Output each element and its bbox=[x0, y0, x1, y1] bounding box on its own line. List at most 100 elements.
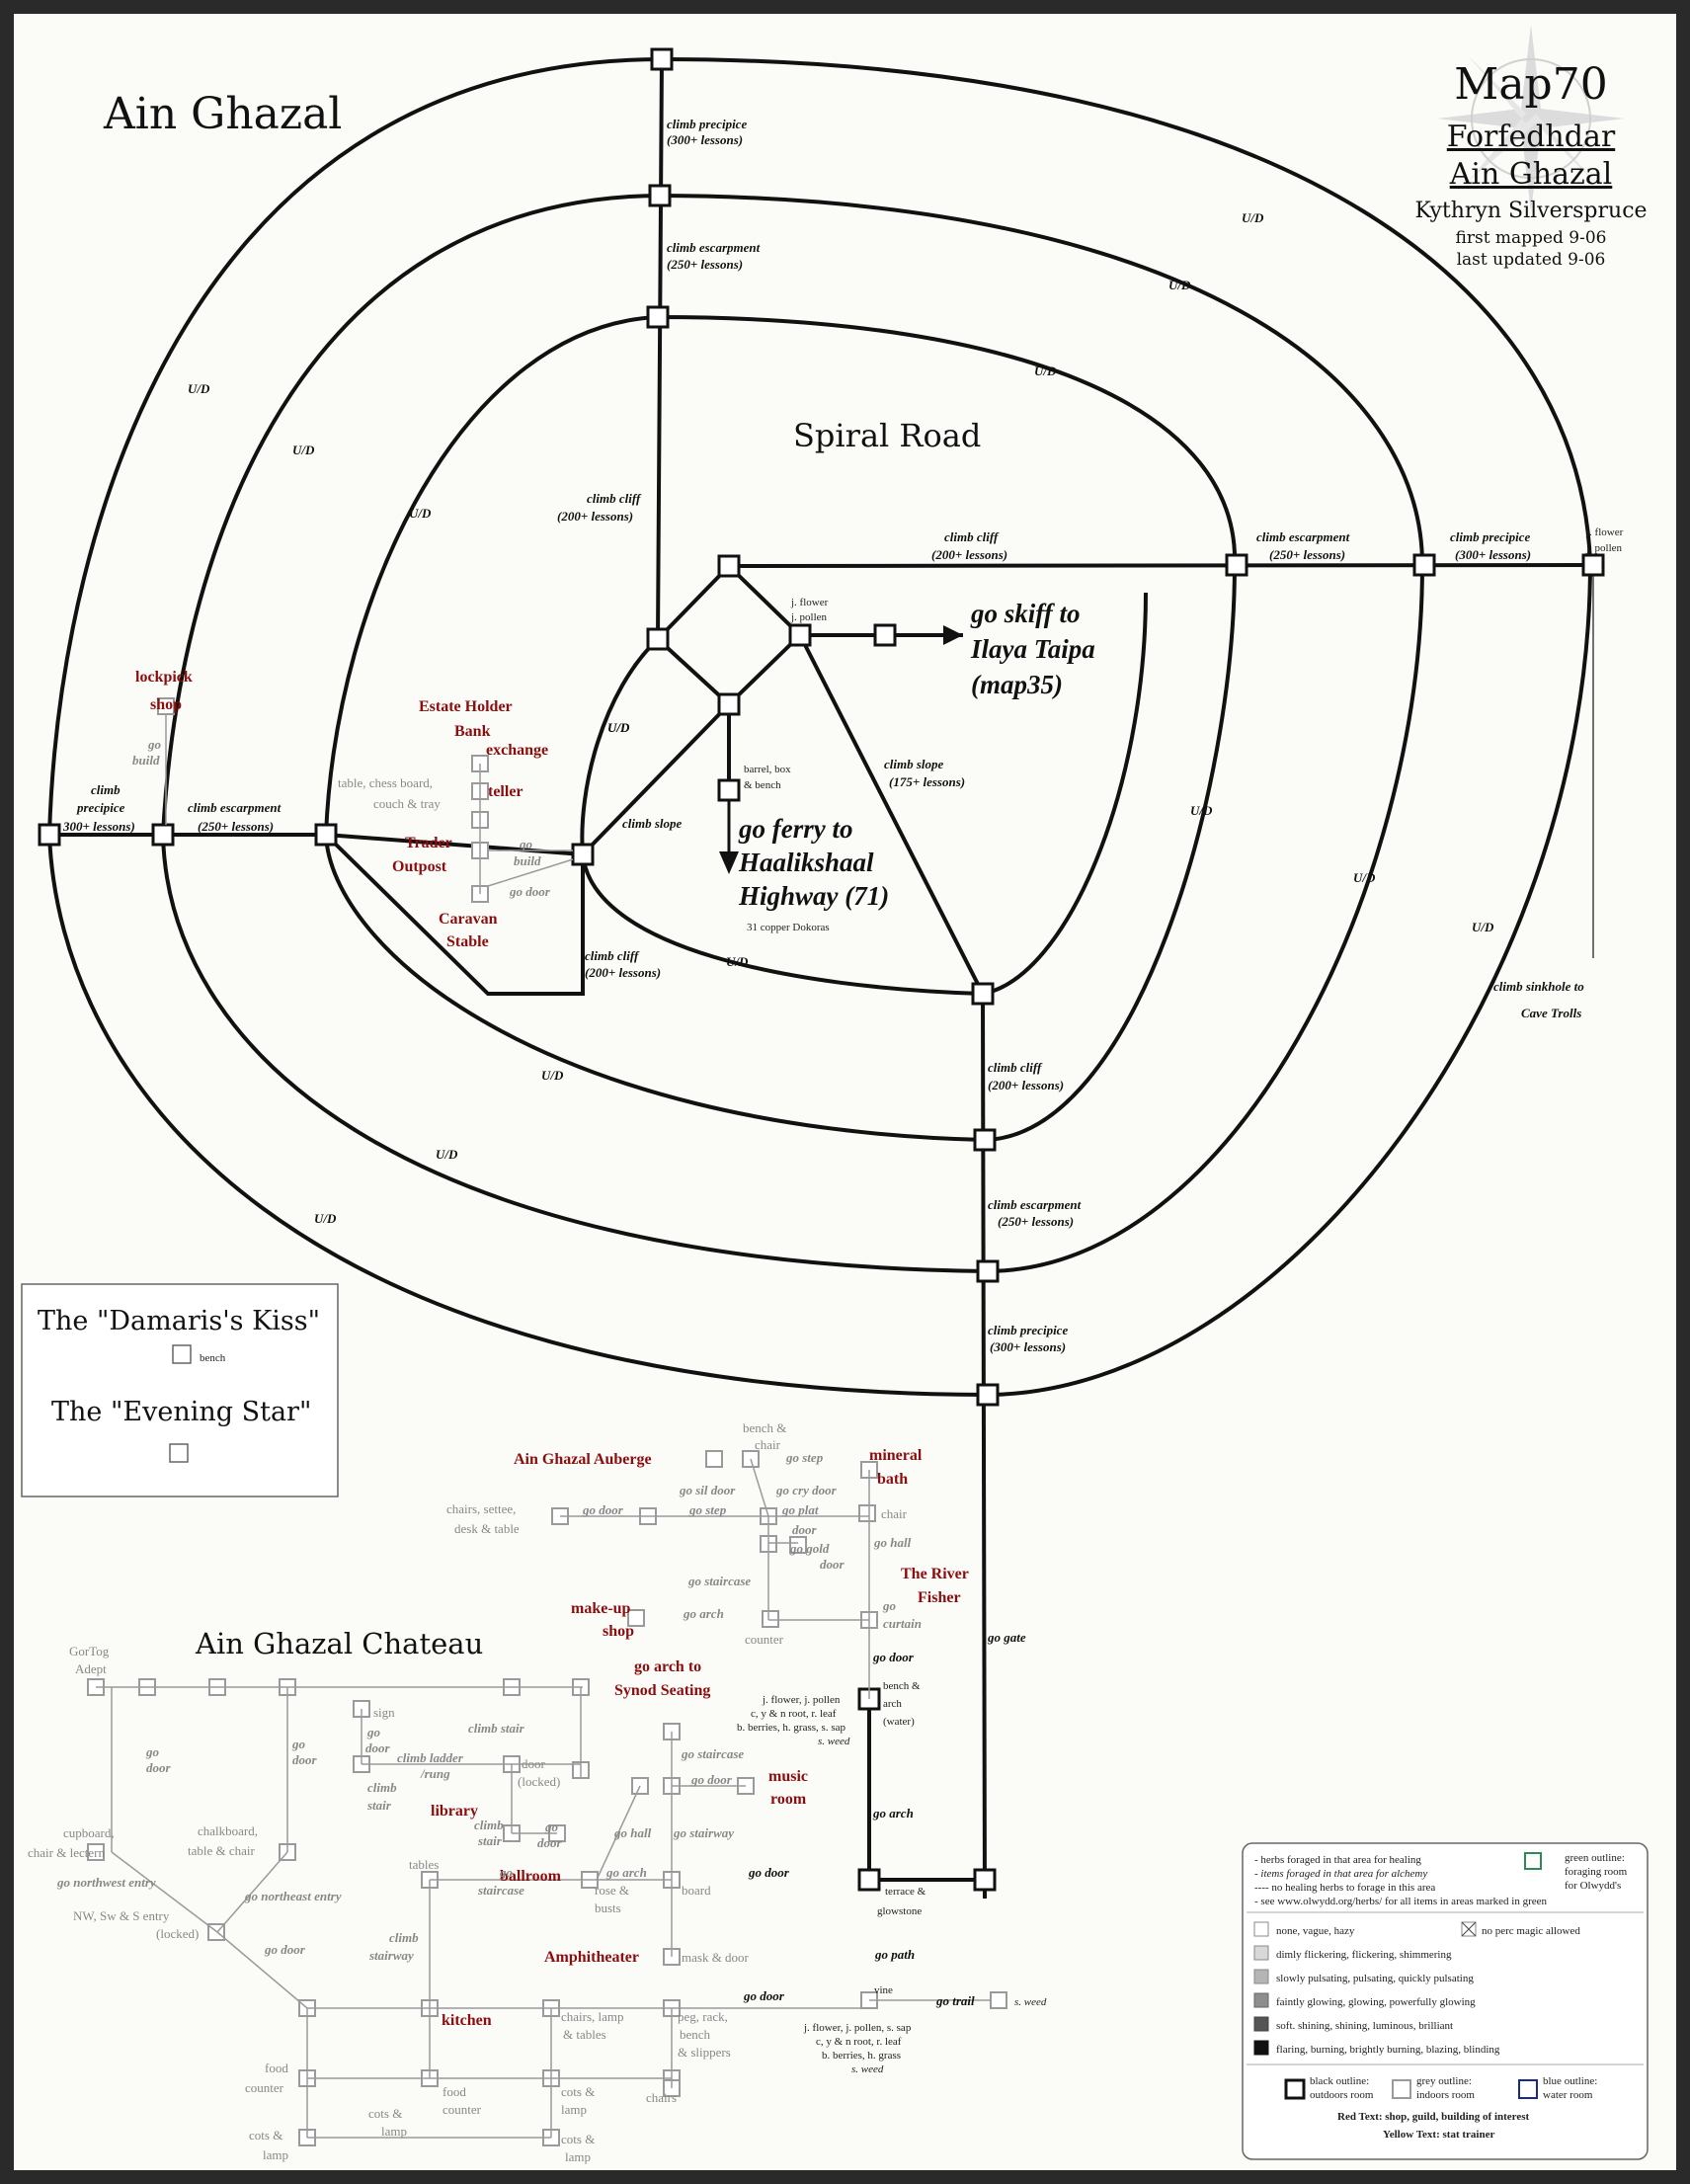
room-box[interactable] bbox=[990, 1991, 1007, 2009]
label-go-staircase: go staircase bbox=[681, 1746, 744, 1761]
label-terrace: glowstone bbox=[877, 1905, 922, 1917]
room-box[interactable] bbox=[873, 623, 897, 647]
ud-label: U/D bbox=[1190, 803, 1213, 818]
room-box[interactable] bbox=[971, 982, 995, 1006]
label-go-build: build bbox=[514, 853, 541, 868]
room-box[interactable] bbox=[650, 47, 674, 71]
room-box[interactable] bbox=[717, 554, 741, 578]
room-box[interactable] bbox=[169, 1443, 189, 1463]
room-box[interactable] bbox=[976, 1383, 1000, 1407]
green-outline-sample bbox=[1524, 1852, 1542, 1870]
room-box[interactable] bbox=[857, 1868, 881, 1892]
room-box[interactable] bbox=[762, 1610, 779, 1628]
label-cliff-lessons: (200+ lessons) bbox=[557, 509, 633, 524]
label-vine: vine bbox=[874, 1984, 893, 1996]
label-climb-stair: climb stair bbox=[468, 1721, 525, 1736]
shop-ballroom: ballroom bbox=[500, 1868, 562, 1885]
label-food-counter: counter bbox=[443, 2102, 482, 2117]
label-door: door bbox=[292, 1752, 318, 1767]
label-bench-chair: chair bbox=[755, 1437, 781, 1452]
label-escarpment-lessons: (250+ lessons) bbox=[667, 257, 743, 272]
label-herbs: j. flower, j. pollen bbox=[762, 1694, 841, 1706]
label-chairs: chairs bbox=[646, 2090, 677, 2105]
label-cots-lamp: lamp bbox=[561, 2102, 587, 2117]
map-first-mapped: first mapped 9-06 bbox=[1456, 228, 1607, 248]
label-climb-stairway: climb bbox=[389, 1930, 419, 1945]
label-food-counter: counter bbox=[245, 2080, 284, 2095]
area-title-auberge: Ain Ghazal Auberge bbox=[514, 1451, 652, 1468]
shop-lockpick: shop bbox=[150, 696, 182, 713]
legend-light: dimly flickering, flickering, shimmering bbox=[1276, 1949, 1452, 1961]
room-box[interactable] bbox=[646, 305, 670, 329]
room-box[interactable] bbox=[1412, 553, 1436, 577]
black-outline-sample bbox=[1284, 2078, 1306, 2100]
ud-label: U/D bbox=[1242, 210, 1264, 225]
shop-music-room: room bbox=[770, 1791, 807, 1808]
label-cots-lamp: cots & bbox=[249, 2128, 282, 2143]
room-box[interactable] bbox=[314, 823, 338, 847]
legend-outline: black outline: bbox=[1310, 2075, 1369, 2087]
label-go-door: go door bbox=[264, 1942, 306, 1957]
room-box[interactable] bbox=[87, 1843, 105, 1861]
label-go-sil-door: go sil door bbox=[679, 1483, 736, 1497]
label-counter: counter bbox=[745, 1632, 784, 1647]
map-number: Map70 bbox=[1454, 59, 1607, 110]
room-box[interactable] bbox=[151, 823, 175, 847]
room-box[interactable] bbox=[973, 1128, 997, 1152]
room-box[interactable] bbox=[705, 1450, 723, 1468]
label-go-path: go path bbox=[874, 1947, 915, 1962]
label-cots-lamp: cots & bbox=[561, 2132, 595, 2146]
label-climb-cliff: climb cliff bbox=[585, 948, 640, 963]
ud-label: U/D bbox=[1168, 278, 1191, 292]
label-herbs: j. flower, j. pollen, s. sap bbox=[803, 2022, 912, 2034]
label-go-door: go door bbox=[582, 1502, 624, 1517]
room-box[interactable] bbox=[717, 692, 741, 716]
label-climb-precipice: climb precipice bbox=[988, 1323, 1068, 1337]
label-cots-lamp: lamp bbox=[263, 2147, 288, 2162]
room-box[interactable] bbox=[788, 623, 812, 647]
label-cliff-lessons: (200+ lessons) bbox=[585, 965, 661, 980]
room-box[interactable] bbox=[717, 778, 741, 802]
room-box[interactable] bbox=[973, 1868, 997, 1892]
room-box[interactable] bbox=[172, 1344, 192, 1364]
label-climb-escarpment: climb escarpment bbox=[988, 1197, 1082, 1212]
ud-labels: U/D U/D U/D U/D U/D U/D U/D U/D U/D U/D … bbox=[188, 210, 1494, 1226]
room-box[interactable] bbox=[38, 823, 61, 847]
label-escarpment-lessons: (250+ lessons) bbox=[1269, 547, 1345, 562]
label-go-step: go step bbox=[688, 1502, 727, 1517]
shop-mineral-bath: bath bbox=[877, 1471, 908, 1488]
shop-trader-outpost: Outpost bbox=[392, 858, 447, 875]
label-j-pollen: j. pollen bbox=[1585, 542, 1623, 554]
label-climb-slope: climb slope bbox=[622, 816, 683, 831]
ud-label: U/D bbox=[314, 1211, 337, 1226]
label-go-arch: go arch bbox=[605, 1865, 647, 1880]
label-sign: sign bbox=[373, 1705, 395, 1720]
legend-outline: grey outline: bbox=[1416, 2075, 1472, 2087]
label-climb-precipice: climb precipice bbox=[667, 117, 747, 131]
room-box[interactable] bbox=[646, 627, 670, 651]
map-province: Forfedhdar bbox=[1447, 120, 1616, 154]
label-cots-lamp: lamp bbox=[565, 2149, 591, 2164]
label-go-hall: go hall bbox=[613, 1825, 652, 1840]
room-box[interactable] bbox=[1581, 553, 1605, 577]
room-box[interactable] bbox=[648, 184, 672, 207]
room-box[interactable] bbox=[858, 1504, 876, 1522]
room-box[interactable] bbox=[789, 1536, 807, 1554]
room-box[interactable] bbox=[571, 843, 595, 866]
legend-light: flaring, burning, brightly burning, blaz… bbox=[1276, 2044, 1500, 2056]
label-peg-rack: & slippers bbox=[678, 2045, 731, 2060]
label-go-gate: go gate bbox=[987, 1630, 1026, 1645]
label-ud: U/D bbox=[607, 720, 630, 735]
label-go: go bbox=[291, 1737, 306, 1751]
title-block: Map70 Forfedhdar Ain Ghazal Kythryn Silv… bbox=[1414, 59, 1647, 270]
link-synod-seating[interactable]: Synod Seating bbox=[614, 1682, 710, 1699]
label-climb: climb bbox=[91, 782, 121, 797]
ud-label: U/D bbox=[541, 1068, 564, 1083]
legend-yellow-text: Yellow Text: stat trainer bbox=[1383, 2129, 1494, 2141]
link-synod-seating[interactable]: go arch to bbox=[634, 1658, 701, 1675]
room-box[interactable] bbox=[627, 1609, 645, 1627]
label-bench: bench bbox=[200, 1352, 226, 1364]
room-box[interactable] bbox=[976, 1259, 1000, 1283]
shop-estate-holder: Bank bbox=[454, 723, 491, 740]
room-box[interactable] bbox=[1225, 553, 1248, 577]
